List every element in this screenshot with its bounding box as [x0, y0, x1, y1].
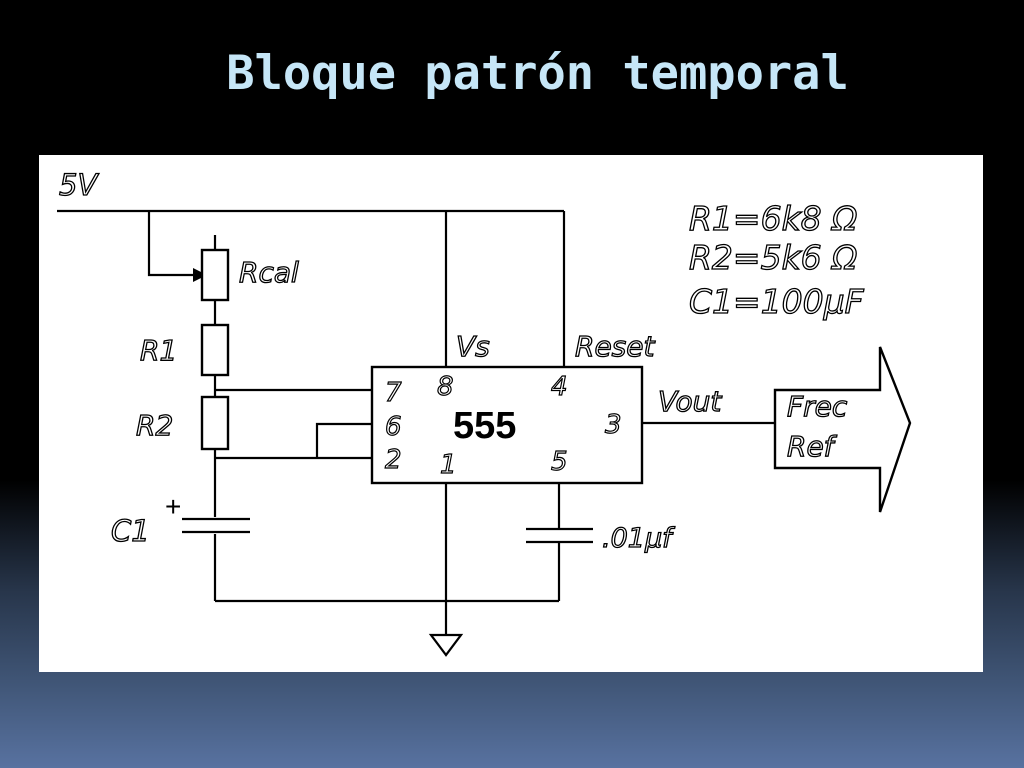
pin3-number: 3 — [605, 410, 622, 440]
c1-value: C1=100µF — [689, 282, 865, 321]
pin6-number: 6 — [385, 412, 402, 442]
r1-value: R1=6k8 Ω — [689, 199, 857, 238]
r2-resistor — [200, 395, 230, 451]
output-label-line2: Ref — [787, 430, 838, 463]
pin2-number: 2 — [385, 445, 402, 475]
cap-small-label: .01µf — [602, 523, 675, 554]
supply-label: 5V — [59, 168, 99, 202]
circuit-schematic: 5V Rcal R1 R2 C1 + Vs Reset Vout 7 8 4 6… — [57, 167, 912, 657]
rcal-potentiometer — [200, 248, 230, 302]
pin6-wire — [315, 422, 372, 458]
pin1-number: 1 — [440, 450, 457, 480]
output-label-line1: Frec — [787, 390, 848, 423]
pin7-number: 7 — [385, 378, 402, 408]
r2-value: R2=5k6 Ω — [689, 238, 857, 277]
ic-555-label: 555 — [453, 405, 516, 447]
vs-label: Vs — [456, 330, 490, 363]
schematic-panel: 5V Rcal R1 R2 C1 + Vs Reset Vout 7 8 4 6… — [39, 155, 983, 672]
pin5-number: 5 — [551, 447, 568, 477]
reset-label: Reset — [575, 330, 655, 363]
pin4-number: 4 — [551, 372, 568, 402]
r1-label: R1 — [140, 334, 177, 367]
c1-label: C1 — [111, 514, 150, 548]
slide-title: Bloque patrón temporal — [226, 46, 849, 101]
ic-555 — [370, 365, 644, 485]
output-arrow-icon — [773, 346, 912, 513]
wiper-arrow-icon — [193, 268, 207, 282]
pin8-number: 8 — [437, 372, 454, 402]
rcal-label: Rcal — [239, 256, 299, 289]
r1-resistor — [200, 323, 230, 377]
vout-label: Vout — [658, 385, 722, 418]
wiper-wire — [147, 211, 199, 277]
ground-icon — [428, 633, 464, 657]
c1-polarity: + — [165, 491, 181, 522]
r2-label: R2 — [136, 409, 173, 442]
